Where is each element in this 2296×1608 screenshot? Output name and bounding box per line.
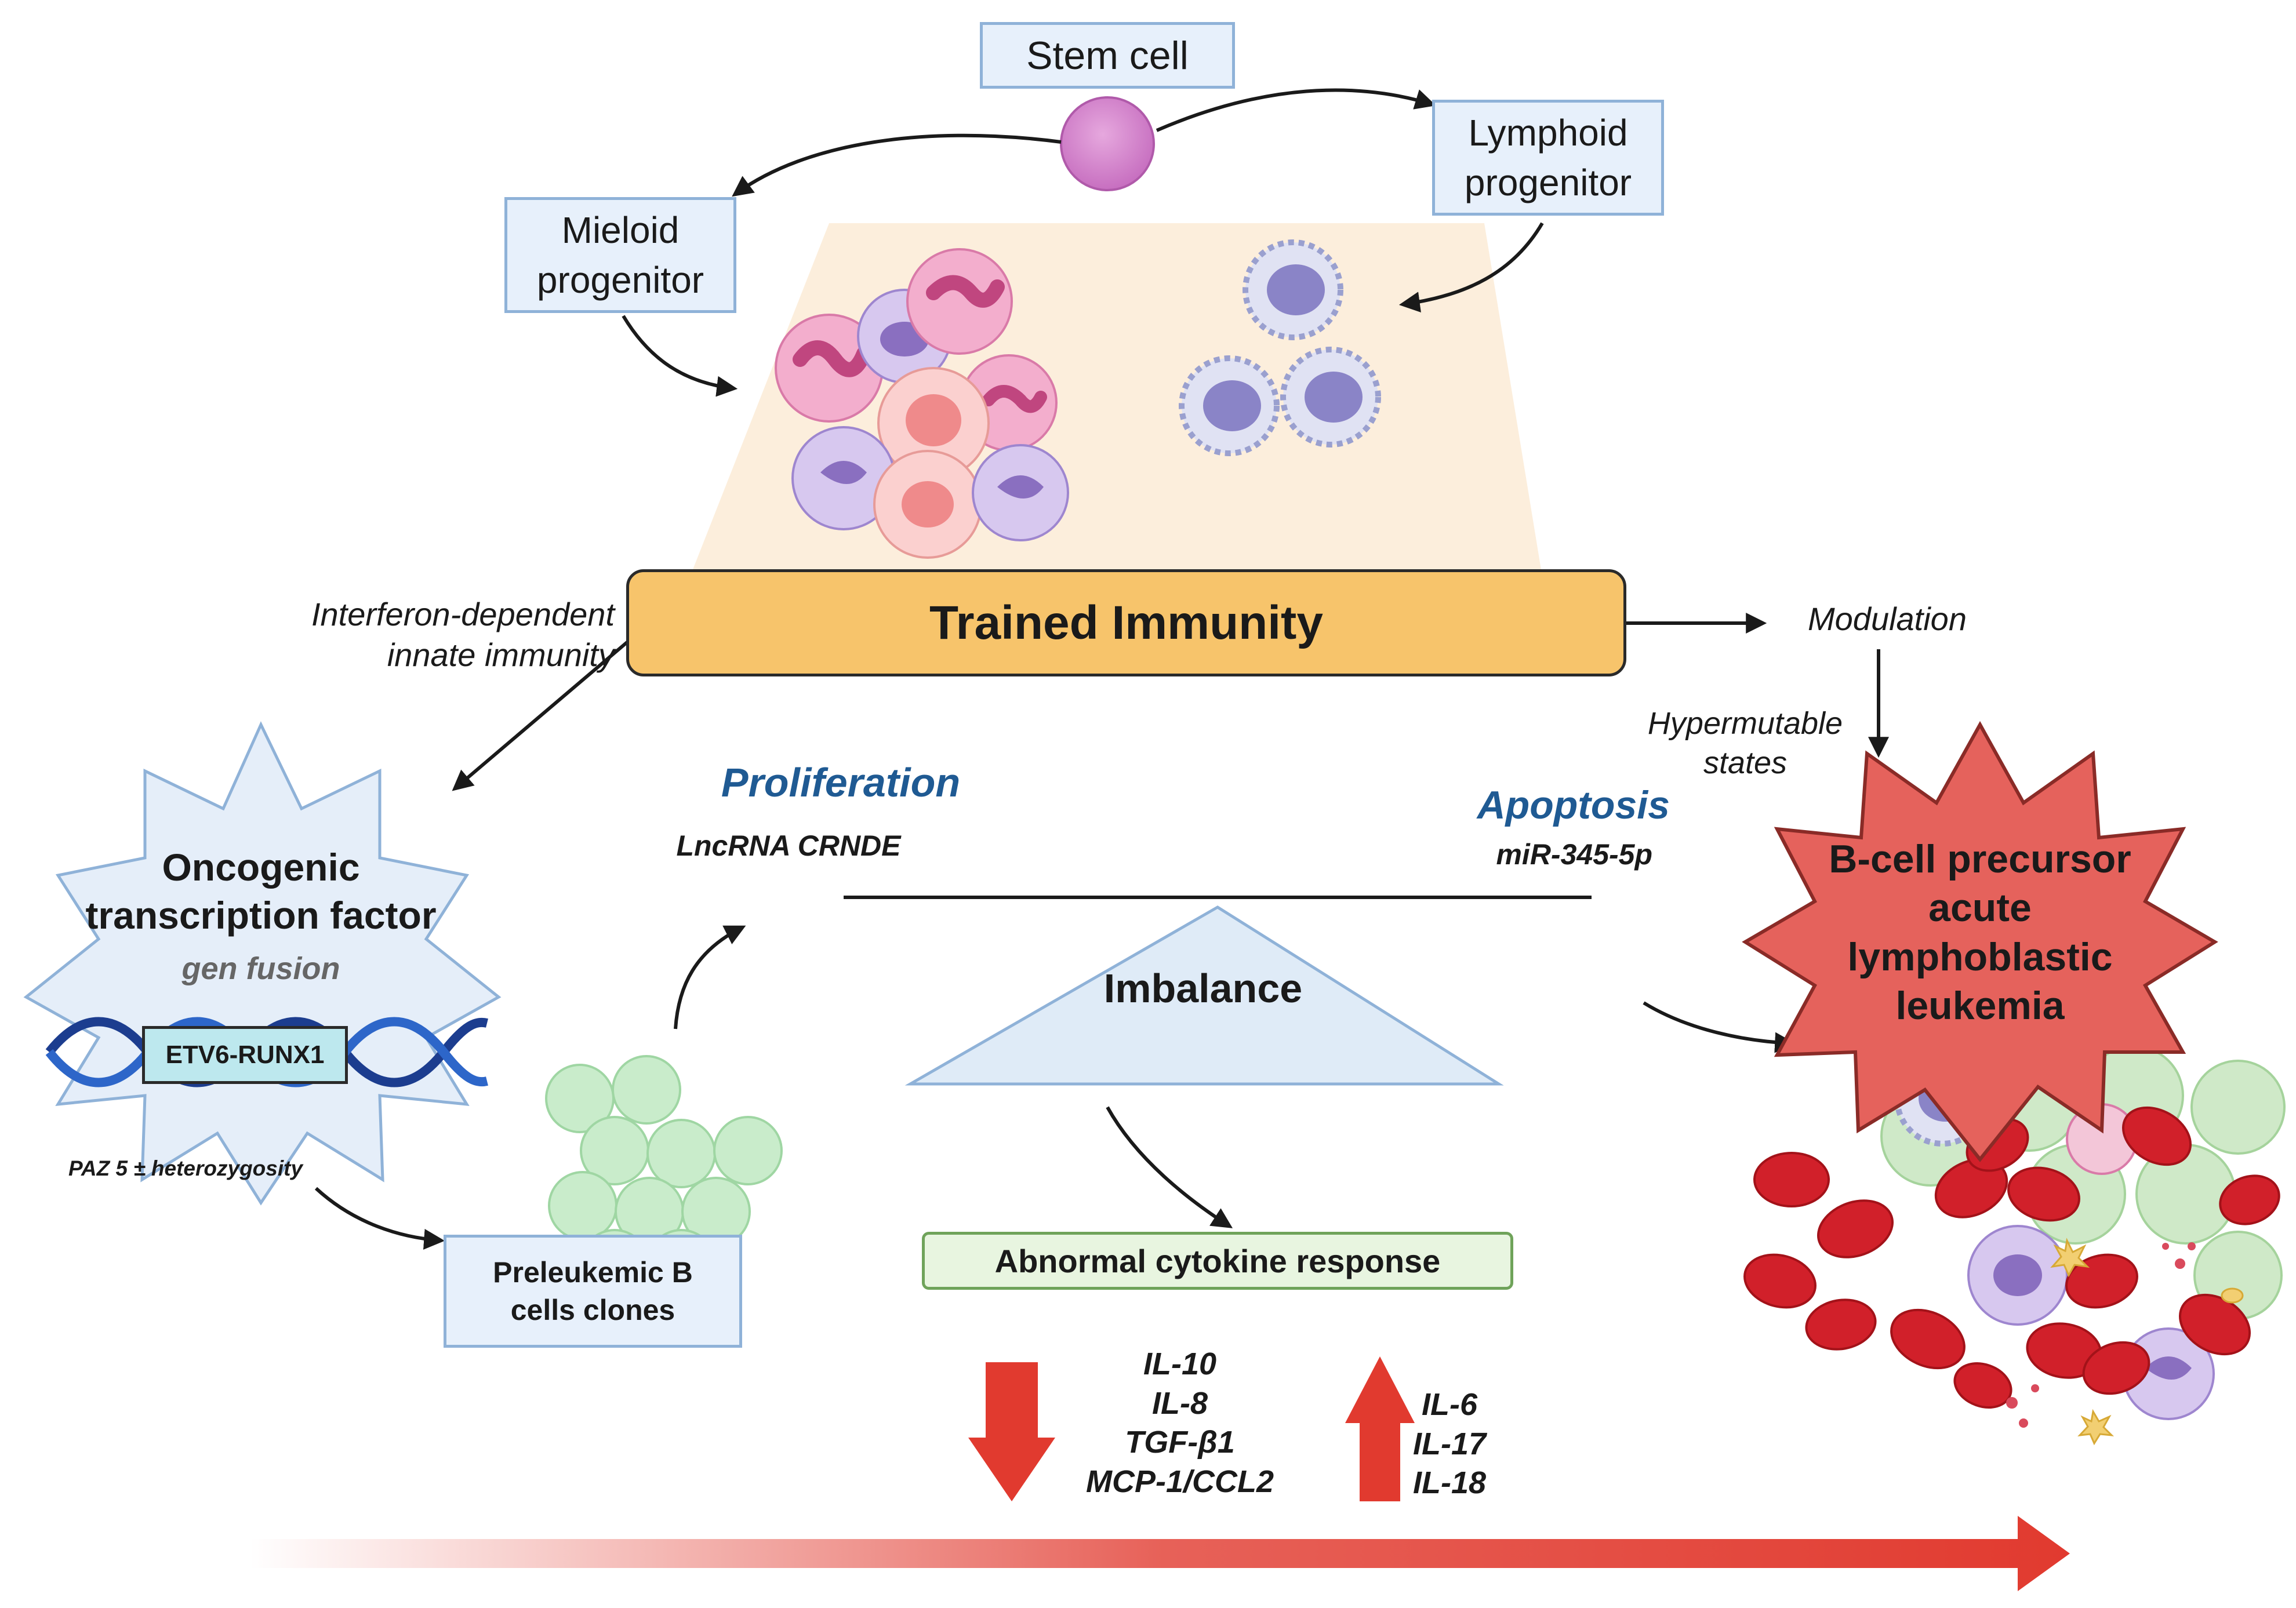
- arrow-lymphoid-to-cells: [1398, 222, 1544, 312]
- up-cytokines-label: IL-6 IL-17 IL-18: [1412, 1387, 1487, 1500]
- progression-arrow: [249, 1516, 2070, 1591]
- down-arrow-icon: [968, 1362, 1055, 1501]
- trained-immunity-box: Trained Immunity: [626, 569, 1626, 676]
- arrow-trained-to-oncogenic: [452, 639, 630, 791]
- arrow-stem-to-myeloid: [732, 133, 1062, 197]
- stem-cell-label: Stem cell: [1026, 33, 1189, 78]
- myeloid-cells-icon: [775, 248, 1069, 559]
- leukemia-star-shape: [1742, 721, 2218, 1162]
- lymphoid-cells-icon: [1179, 239, 1381, 456]
- paz5-label: PAZ 5 ± heterozygosity: [68, 1156, 303, 1180]
- arrow-apoptosis-to-leukemia: [1643, 1001, 1796, 1053]
- imbalance-triangle: [904, 905, 1504, 1086]
- apoptosis-label: Apoptosis: [1477, 783, 1670, 827]
- lymphoid-progenitor-label: Lymphoid progenitor: [1464, 111, 1632, 203]
- mir-label: miR-345-5p: [1496, 838, 1652, 871]
- stem-cell-icon: [1060, 96, 1155, 191]
- arrow-imbalance-to-cytokine: [1106, 1106, 1233, 1228]
- hypermutable-label: Hypermutable states: [1647, 706, 1843, 780]
- leukemia-label: B-cell precursor acute lymphoblastic leu…: [1829, 837, 2131, 1028]
- arrow-clones-to-proliferation: [674, 925, 746, 1029]
- gen-fusion-label: gen fusion: [181, 951, 340, 986]
- myeloid-progenitor-label: Mieloid progenitor: [536, 209, 704, 301]
- trained-immunity-label: Trained Immunity: [929, 596, 1323, 649]
- stem-cell-box: Stem cell: [980, 22, 1235, 89]
- etv6-runx1-label: ETV6-RUNX1: [165, 1041, 325, 1069]
- etv6-runx1-box: ETV6-RUNX1: [142, 1026, 348, 1084]
- imbalance-label: Imbalance: [1103, 966, 1303, 1011]
- interferon-label: Interferon-dependent innate immunity: [311, 596, 615, 673]
- lncrna-label: LncRNA CRNDE: [676, 830, 901, 862]
- arrow-stem-to-lymphoid: [1156, 88, 1436, 132]
- myeloid-progenitor-box: Mieloid progenitor: [504, 197, 736, 313]
- abnormal-cytokine-box: Abnormal cytokine response: [922, 1232, 1513, 1290]
- down-cytokines-label: IL-10 IL-8 TGF-β1 MCP-1/CCL2: [1085, 1347, 1274, 1499]
- abnormal-cytokine-label: Abnormal cytokine response: [994, 1242, 1441, 1279]
- modulation-label: Modulation: [1808, 601, 1967, 637]
- up-arrow-icon: [1345, 1356, 1415, 1501]
- arrow-myeloid-to-cells: [622, 315, 738, 397]
- preleukemic-box: Preleukemic B cells clones: [444, 1235, 742, 1348]
- oncogenic-tf-label: Oncogenic transcription factor: [85, 846, 437, 937]
- lymphoid-progenitor-box: Lymphoid progenitor: [1432, 100, 1664, 216]
- proliferation-label: Proliferation: [721, 760, 961, 805]
- preleukemic-label: Preleukemic B cells clones: [493, 1256, 693, 1326]
- arrow-paz-to-preleukemic: [314, 1187, 445, 1250]
